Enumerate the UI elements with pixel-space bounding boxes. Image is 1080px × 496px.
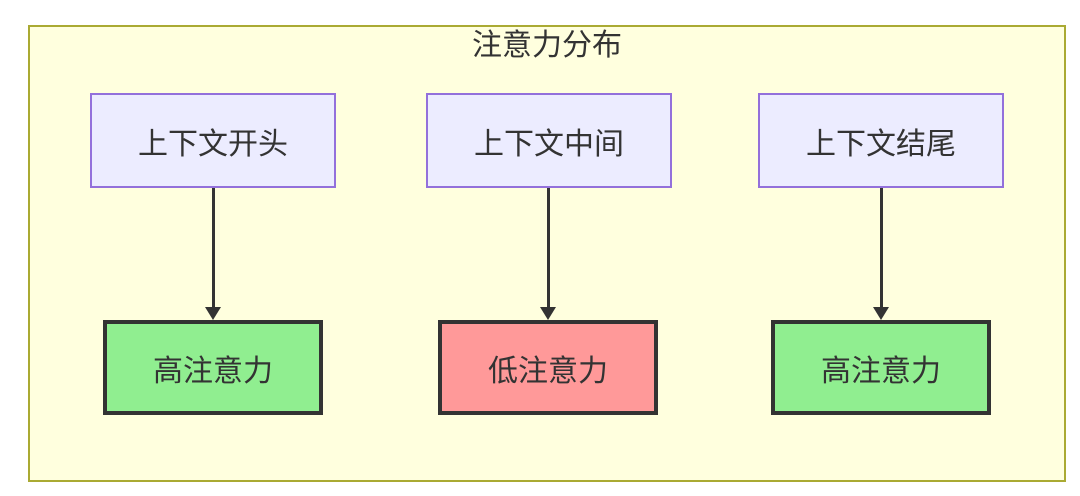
node-context-start: 上下文开头 [90, 93, 336, 188]
node-high-attention-2-label: 高注意力 [821, 354, 941, 388]
arrow-start-to-result [205, 188, 221, 320]
arrow-middle-to-result [540, 188, 556, 320]
node-context-middle-label: 上下文中间 [474, 127, 624, 161]
node-context-middle: 上下文中间 [426, 93, 672, 188]
arrowhead-down-icon [205, 307, 221, 320]
node-context-end-label: 上下文结尾 [806, 127, 956, 161]
arrow-line [546, 188, 550, 308]
arrow-end-to-result [873, 188, 889, 320]
node-low-attention: 低注意力 [438, 320, 658, 415]
node-low-attention-label: 低注意力 [488, 354, 608, 388]
node-context-start-label: 上下文开头 [138, 127, 288, 161]
node-high-attention-2: 高注意力 [771, 320, 991, 415]
arrow-line [211, 188, 215, 308]
arrowhead-down-icon [873, 307, 889, 320]
arrowhead-down-icon [540, 307, 556, 320]
diagram-title: 注意力分布 [472, 29, 622, 62]
arrow-line [879, 188, 883, 308]
node-context-end: 上下文结尾 [758, 93, 1004, 188]
node-high-attention-1-label: 高注意力 [153, 354, 273, 388]
node-high-attention-1: 高注意力 [103, 320, 323, 415]
